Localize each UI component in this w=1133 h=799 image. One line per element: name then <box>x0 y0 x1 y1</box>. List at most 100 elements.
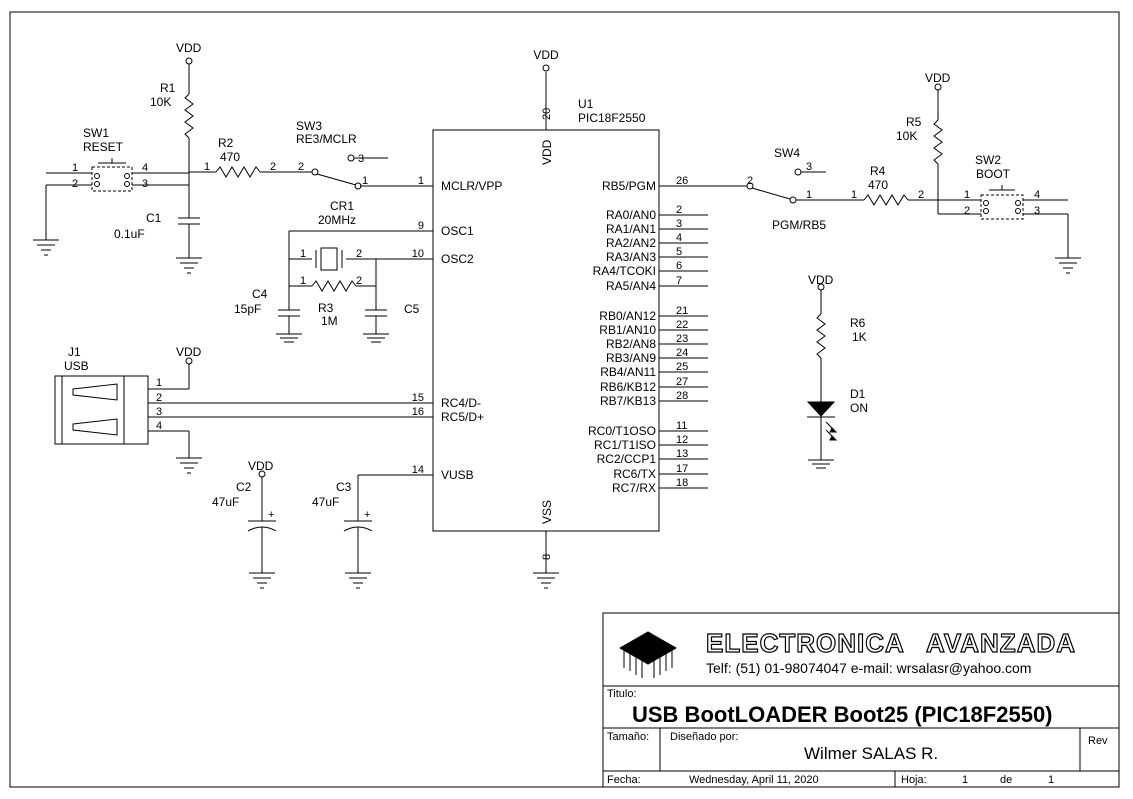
u1-pin-number: 13 <box>676 448 688 460</box>
pin-num: 4 <box>1034 189 1040 201</box>
u1-pin-name: RC5/D+ <box>441 410 484 424</box>
logo-icon <box>620 632 676 678</box>
u1-pin-number: 28 <box>676 390 688 402</box>
r1-ref: R1 <box>160 81 176 95</box>
r6-ref: R6 <box>850 316 866 330</box>
u1-pin-number: 4 <box>676 232 682 244</box>
ground-symbol <box>176 458 202 473</box>
r6-value: 1K <box>852 330 867 344</box>
pin-num: 2 <box>298 161 304 173</box>
sw1-value: RESET <box>83 140 124 154</box>
vdd-label: VDD <box>925 71 951 85</box>
u1-pin-number: 7 <box>676 275 682 287</box>
d1-ref: D1 <box>850 387 866 401</box>
c4-ref: C4 <box>252 287 268 301</box>
u1-pin-name: RC7/RX <box>612 481 656 495</box>
c3-ref: C3 <box>336 480 352 494</box>
u1-pin-name: RB6/KB12 <box>600 380 656 394</box>
designer-name: Wilmer SALAS R. <box>804 744 938 763</box>
u1-pin-number: 11 <box>676 420 687 432</box>
pin-num: 1 <box>204 161 210 173</box>
pin-num: 4 <box>156 420 162 432</box>
u1-vdd-pin-num: 20 <box>541 108 553 120</box>
sheet-total: 1 <box>1048 774 1054 786</box>
c5-ref: C5 <box>404 302 420 316</box>
sw1-ref: SW1 <box>83 126 109 140</box>
usb-pin-shape-2 <box>73 419 117 435</box>
pin-num: 1 <box>300 248 306 260</box>
u1-pin-number: 15 <box>412 392 424 404</box>
hoja-label: Hoja: <box>901 774 927 786</box>
vdd-label: VDD <box>808 273 834 287</box>
r4-resistor <box>864 195 908 205</box>
u1-pin-name: RB7/KB13 <box>600 394 656 408</box>
pin-num: 3 <box>806 161 812 173</box>
vdd-label: VDD <box>176 41 202 55</box>
u1-pin-name: OSC1 <box>441 224 474 238</box>
u1-pin-number: 22 <box>676 319 688 331</box>
u1-pin-name: RB5/PGM <box>602 179 656 193</box>
u1-pin-number: 9 <box>418 220 424 232</box>
pin-num: 2 <box>747 175 753 187</box>
ground-symbol <box>363 334 389 342</box>
pin-num: 2 <box>964 205 970 217</box>
u1-vss-label: VSS <box>540 500 554 524</box>
j1-usb-connector <box>55 376 148 444</box>
brand-right: AVANZADA <box>926 628 1076 658</box>
u1-pin-number: 24 <box>676 347 688 359</box>
tamano-label: Tamaño: <box>607 731 649 743</box>
sw2-value: BOOT <box>976 167 1011 181</box>
u1-pin-labels: MCLR/VPP1OSC19OSC210RC4/D-15RC5/D+16VUSB… <box>412 175 689 495</box>
u1-pin-number: 16 <box>412 406 424 418</box>
r4-ref: R4 <box>870 164 886 178</box>
ground-symbol <box>249 573 275 588</box>
u1-pin-name: RA1/AN1 <box>606 222 656 236</box>
c4-value: 15pF <box>234 302 261 316</box>
u1-pin-number: 5 <box>676 246 682 258</box>
c2-ref: C2 <box>236 480 252 494</box>
r5-ref: R5 <box>906 115 922 129</box>
de-label: de <box>1000 774 1012 786</box>
date-value: Wednesday, April 11, 2020 <box>689 774 819 786</box>
j1-ref: J1 <box>68 345 81 359</box>
cr1-ref: CR1 <box>330 199 354 213</box>
u1-pin-number: 21 <box>676 305 688 317</box>
sheet-number: 1 <box>962 774 968 786</box>
u1-pin-number: 18 <box>676 477 688 489</box>
u1-pin-name: VUSB <box>441 468 474 482</box>
ground-symbol <box>276 334 302 342</box>
u1-pin-number: 3 <box>676 218 682 230</box>
u1-vdd-supply: VDD <box>533 48 559 62</box>
pin-num: 1 <box>806 189 812 201</box>
plus-sign: + <box>364 509 370 521</box>
plus-sign: + <box>268 509 274 521</box>
u1-pin-name: RA3/AN3 <box>606 250 656 264</box>
vdd-label: VDD <box>248 459 274 473</box>
u1-pin-number: 26 <box>676 175 688 187</box>
pin-num: 2 <box>270 161 276 173</box>
u1-pin-name: RB3/AN9 <box>606 351 656 365</box>
pin-num: 3 <box>358 153 364 165</box>
title-block <box>603 613 1119 787</box>
c3-value: 47uF <box>312 495 339 509</box>
c2-value: 47uF <box>212 495 239 509</box>
sw4-value: PGM/RB5 <box>772 218 826 232</box>
ground-symbol <box>808 460 834 468</box>
c1-ref: C1 <box>146 211 162 225</box>
ground-symbol <box>345 573 371 588</box>
u1-pin-name: RC6/TX <box>613 467 656 481</box>
sw3-ref: SW3 <box>296 119 322 133</box>
u1-ref: U1 <box>578 97 594 111</box>
u1-pin-name: RA4/TCOKI <box>593 264 656 278</box>
u1-pin-name: RA2/AN2 <box>606 236 656 250</box>
rev-label: Rev <box>1088 735 1108 747</box>
pin-num: 2 <box>356 248 362 260</box>
r2-ref: R2 <box>218 136 234 150</box>
r3-resistor <box>312 281 356 291</box>
u1-pin-number: 23 <box>676 333 688 345</box>
u1-vdd-label: VDD <box>540 139 554 165</box>
sw2-switch <box>981 195 1023 219</box>
sw1-switch <box>92 167 132 191</box>
ground-symbol <box>33 240 59 255</box>
